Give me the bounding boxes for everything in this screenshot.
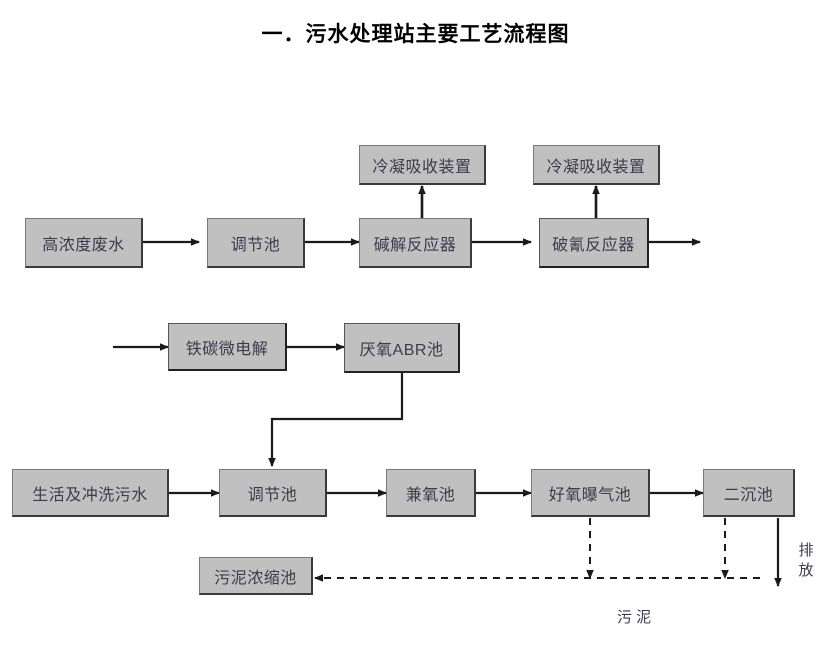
node-label: 二沉池 xyxy=(723,486,774,504)
wire-abr-to-eq2 xyxy=(268,373,404,467)
node-alkaline-hydrolysis-reactor[interactable]: 碱解反应器 xyxy=(359,218,472,268)
node-equalization-tank-2[interactable]: 调节池 xyxy=(219,469,327,517)
node-label: 污泥浓缩池 xyxy=(214,569,297,587)
node-sludge-thickening-tank[interactable]: 污泥浓缩池 xyxy=(199,557,313,595)
node-condensing-absorber-1[interactable]: 冷凝吸收装置 xyxy=(359,145,486,185)
node-label: 铁碳微电解 xyxy=(185,340,269,358)
node-domestic-flush-sewage[interactable]: 生活及冲洗污水 xyxy=(12,469,169,517)
node-label: 生活及冲洗污水 xyxy=(32,486,148,504)
node-label: 破氰反应器 xyxy=(552,236,635,254)
node-equalization-tank-1[interactable]: 调节池 xyxy=(207,218,305,268)
node-aerobic-aeration-tank[interactable]: 好氧曝气池 xyxy=(531,469,650,517)
node-label: 冷凝吸收装置 xyxy=(372,158,472,176)
node-high-conc-wastewater[interactable]: 高浓度废水 xyxy=(25,218,143,268)
node-label: 高浓度废水 xyxy=(42,236,125,254)
label-discharge: 排放 xyxy=(798,542,814,579)
node-label: 碱解反应器 xyxy=(373,236,457,254)
label-sludge: 污 泥 xyxy=(617,609,652,626)
node-condensing-absorber-2[interactable]: 冷凝吸收装置 xyxy=(533,145,660,185)
node-label: 调节池 xyxy=(230,236,281,254)
node-label: 厌氧ABR池 xyxy=(359,341,444,359)
node-label: 调节池 xyxy=(247,486,298,504)
node-secondary-settling-tank[interactable]: 二沉池 xyxy=(703,469,795,517)
node-label: 好氧曝气池 xyxy=(548,486,632,504)
node-cyanide-breaking-reactor[interactable]: 破氰反应器 xyxy=(539,218,649,268)
node-label: 冷凝吸收装置 xyxy=(546,158,646,176)
node-anaerobic-abr-tank[interactable]: 厌氧ABR池 xyxy=(344,323,460,373)
node-facultative-tank[interactable]: 兼氧池 xyxy=(386,469,476,517)
page-title: 一．污水处理站主要工艺流程图 xyxy=(261,23,570,46)
node-label: 兼氧池 xyxy=(405,486,456,504)
node-iron-carbon-microelectrolysis[interactable]: 铁碳微电解 xyxy=(168,323,287,371)
